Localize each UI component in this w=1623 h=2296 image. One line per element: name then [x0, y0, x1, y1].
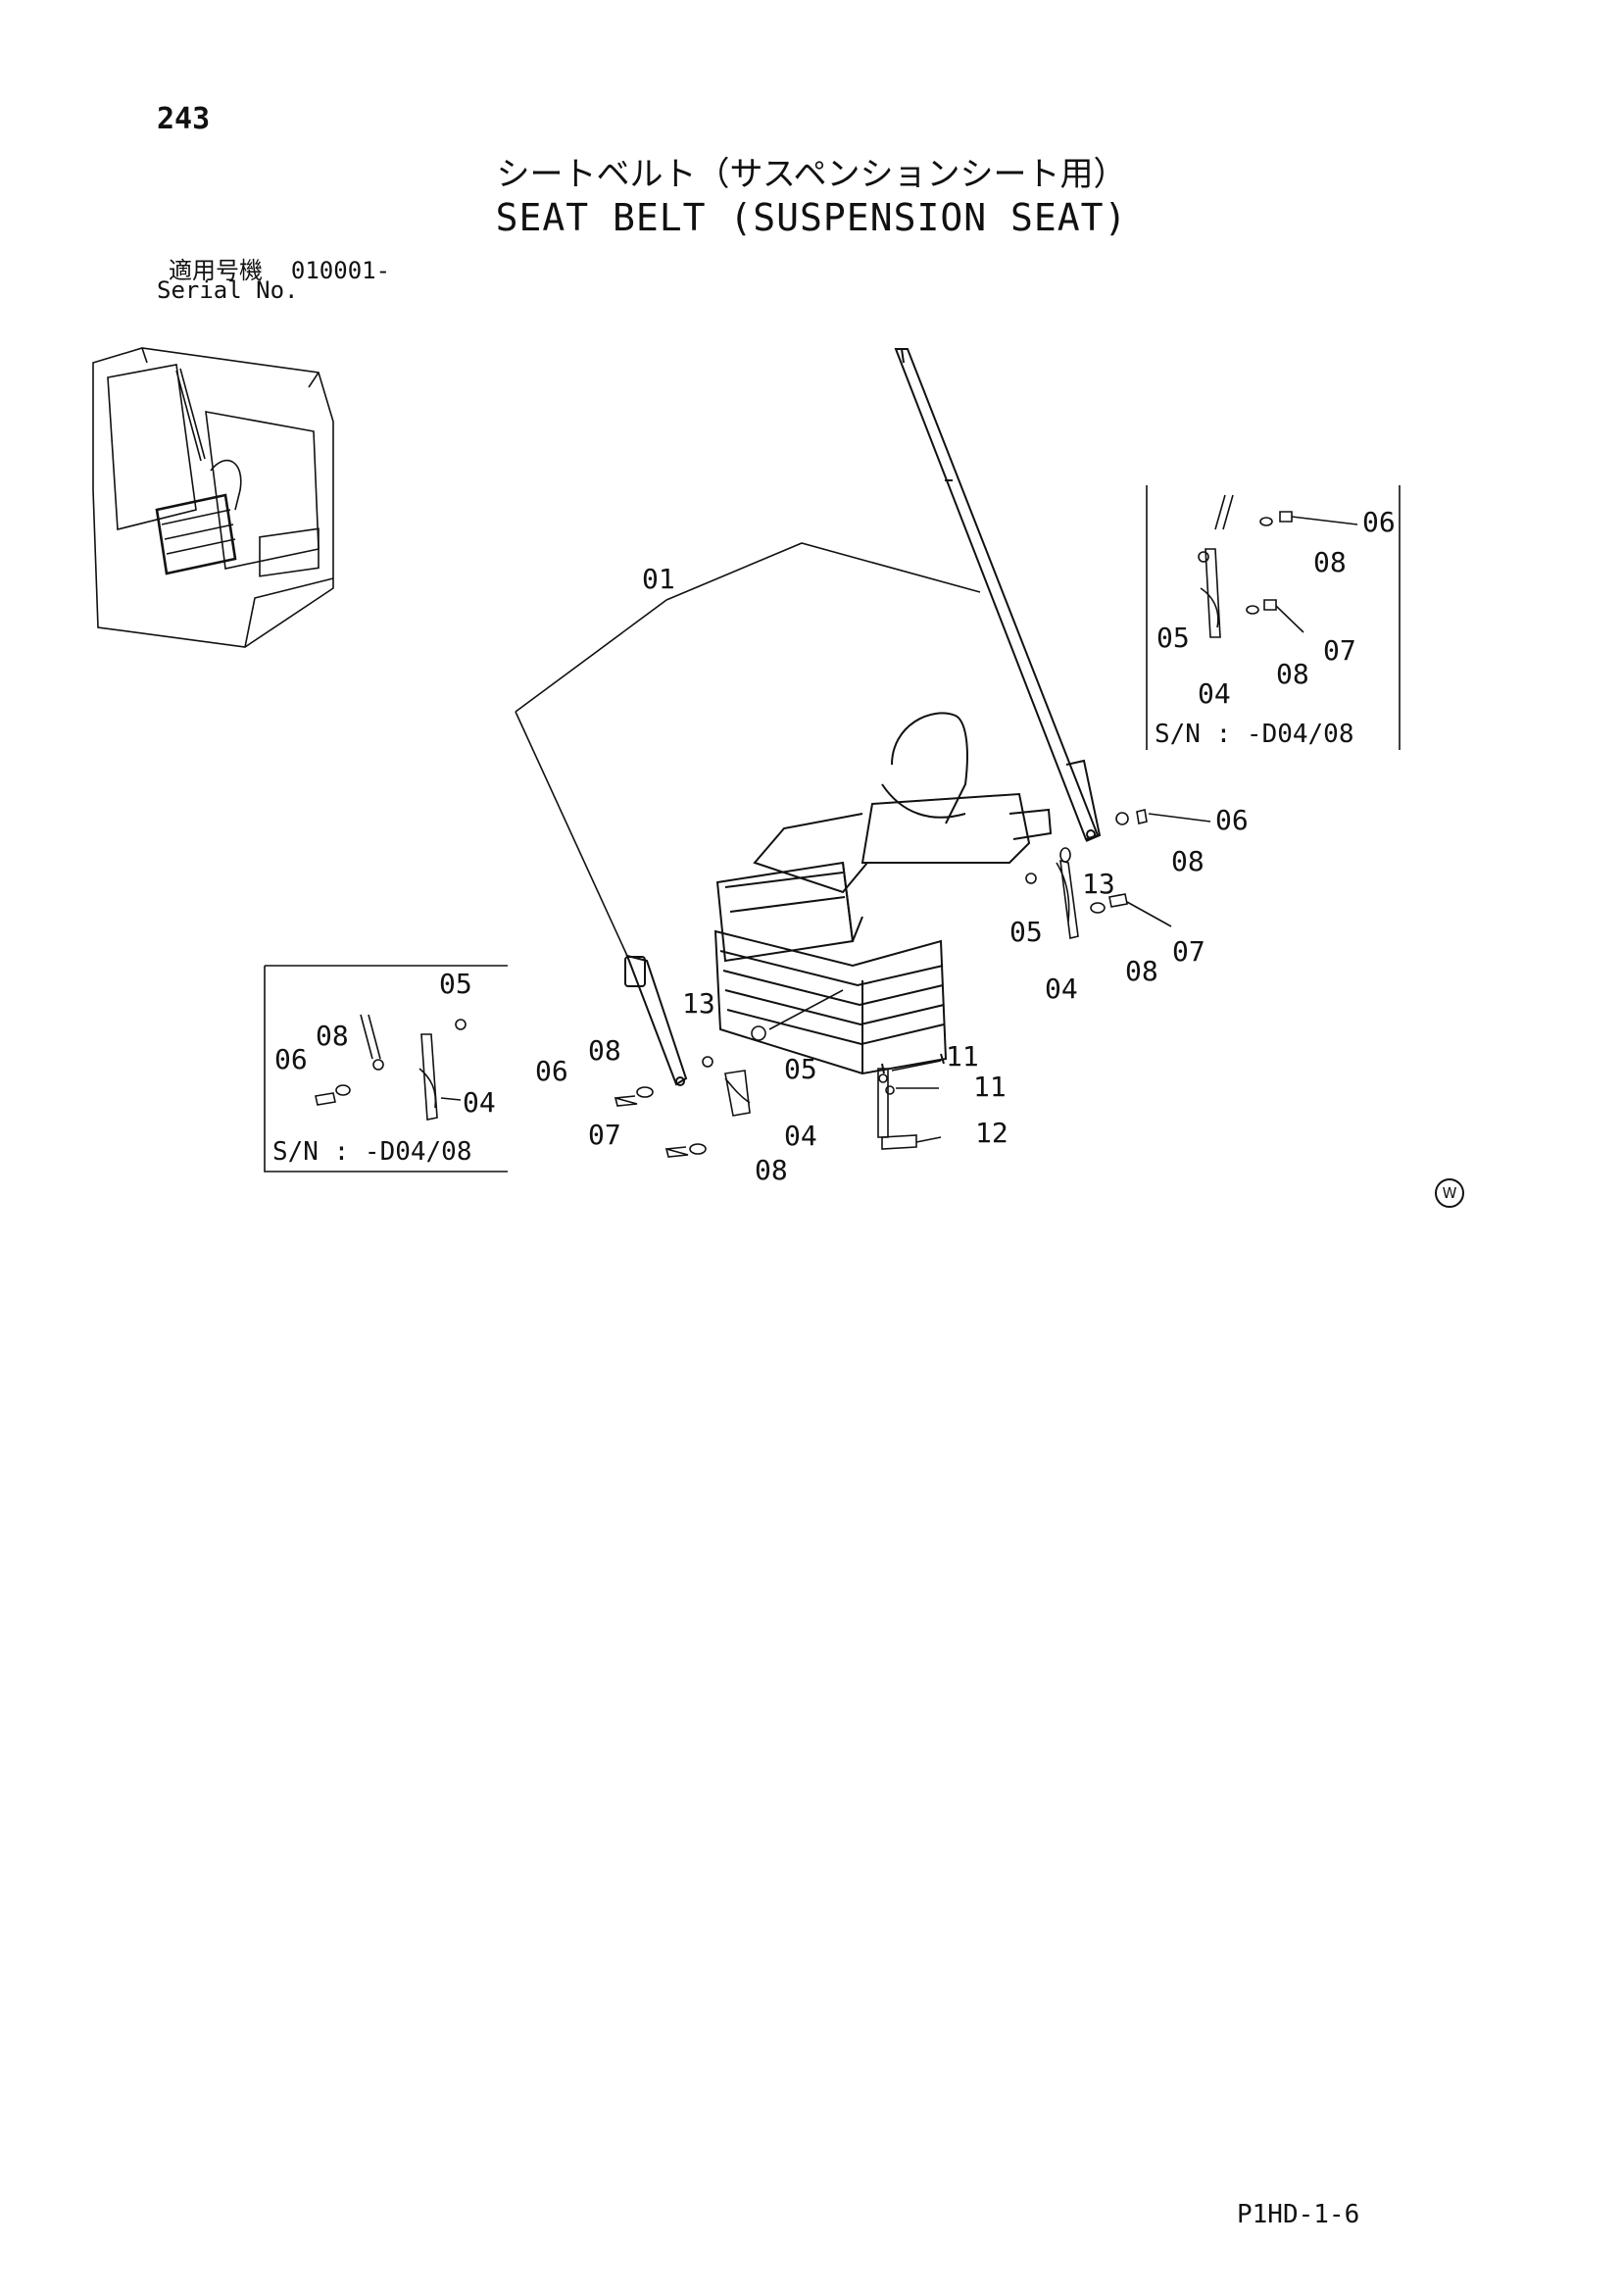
callout-inset-right-08-b: 08 [1276, 658, 1309, 690]
callout-inset-left-08: 08 [316, 1020, 349, 1052]
callout-12: 12 [975, 1117, 1008, 1149]
inset-left [264, 965, 508, 1173]
callout-inset-left-06: 06 [274, 1043, 308, 1075]
callout-inset-right-08: 08 [1313, 546, 1347, 578]
callout-inset-left-05: 05 [439, 968, 472, 1000]
callout-inset-right-05: 05 [1156, 622, 1190, 654]
callout-inset-right-04: 04 [1198, 677, 1231, 710]
leader-lines [515, 542, 981, 957]
inset-serial-labels: S/N : -D04/08 S/N : -D04/08 [272, 720, 1354, 1167]
callout-04-left: 04 [784, 1120, 817, 1152]
callout-07-right: 07 [1172, 935, 1205, 968]
right-side-hardware [1025, 809, 1211, 939]
callout-inset-right-06: 06 [1362, 506, 1396, 538]
page-number: 243 [157, 102, 211, 136]
shoulder-belt [894, 348, 1102, 842]
callout-06-right: 06 [1215, 804, 1249, 836]
cab-overview-illustration [92, 347, 334, 648]
callout-labels: 01 13 05 08 06 07 04 08 11 11 12 06 08 1… [274, 506, 1396, 1186]
callout-01: 01 [642, 563, 675, 595]
serial-range: 適用号機 010001- [169, 251, 390, 285]
callout-08-right: 08 [1171, 845, 1205, 877]
serial-value: 010001- [290, 257, 391, 284]
footer-code: P1HD-1-6 [1237, 2200, 1360, 2229]
inset-right-serial: S/N : -D04/08 [1155, 720, 1354, 749]
serial-label-jp: 適用号機 [169, 257, 263, 284]
inset-left-serial: S/N : -D04/08 [272, 1137, 472, 1167]
callout-inset-left-04: 04 [463, 1086, 496, 1119]
callout-05-right: 05 [1009, 916, 1043, 948]
callout-07-left: 07 [588, 1119, 621, 1151]
callout-13-left: 13 [682, 987, 715, 1020]
callout-13-right: 13 [1082, 868, 1115, 900]
suspension-seat [713, 712, 1053, 1075]
callout-06-left: 06 [535, 1055, 568, 1087]
inset-right [1146, 485, 1401, 750]
callout-11-a: 11 [946, 1040, 979, 1073]
watermark-w-mark: W [1435, 1178, 1464, 1208]
title-english: SEAT BELT (SUSPENSION SEAT) [495, 196, 1128, 239]
anchor-bracket [877, 1060, 942, 1150]
callout-04-right: 04 [1045, 973, 1078, 1005]
callout-inset-right-07: 07 [1323, 634, 1356, 667]
buckle-stalk-left [624, 954, 688, 1086]
serial-label-en: Serial No. [157, 276, 299, 304]
callout-08-left: 08 [588, 1034, 621, 1067]
callout-08-left-b: 08 [755, 1154, 788, 1186]
callout-11-b: 11 [973, 1071, 1007, 1103]
left-side-hardware [614, 989, 844, 1158]
callout-05-left: 05 [784, 1053, 817, 1085]
title-japanese: シートベルト（サスペンションシート用） [496, 155, 1127, 194]
callout-08-right-b: 08 [1125, 955, 1158, 987]
